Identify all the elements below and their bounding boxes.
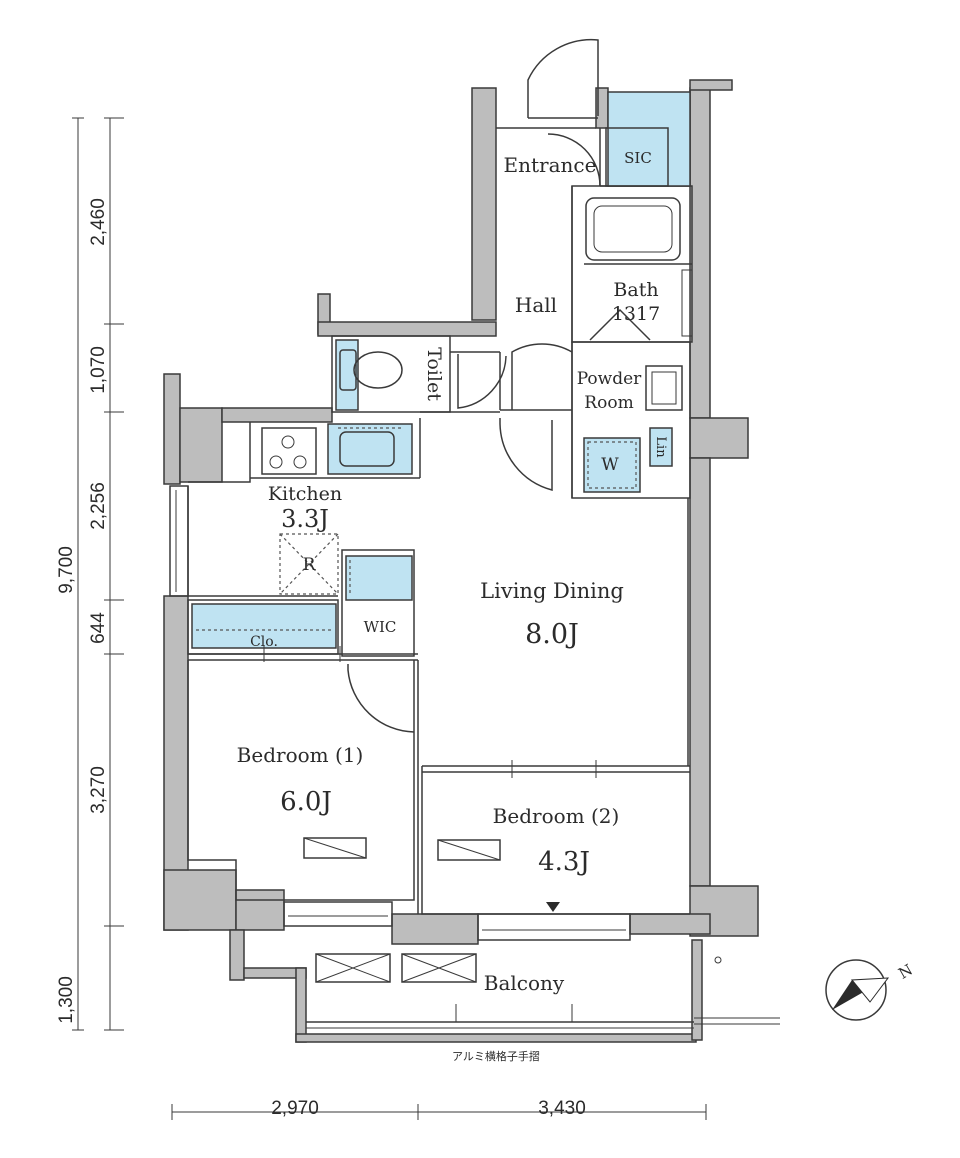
wic-storage (345, 555, 413, 601)
washer-pan (583, 437, 641, 493)
ac-unit-1 (315, 953, 391, 983)
air-vent-bedroom1 (303, 837, 367, 859)
label-bath-size: 1317 (612, 303, 660, 325)
label-powder-room-2: Room (584, 393, 633, 413)
walls (163, 79, 759, 1043)
living-door (499, 418, 553, 491)
dim-vertical-1: 2,460 (88, 198, 109, 246)
dim-vertical-6: 1,300 (56, 976, 77, 1024)
label-living-dining: Living Dining (480, 579, 624, 603)
dim-horizontal-1: 2,970 (271, 1098, 319, 1119)
sic-storage (607, 91, 691, 187)
front-door (527, 38, 599, 118)
horizontal-dimensions (171, 1104, 707, 1120)
powder-room-door (511, 343, 573, 410)
closet-storage (191, 603, 337, 649)
entry-arrow (546, 902, 560, 912)
label-kitchen: Kitchen (268, 483, 342, 505)
doors (347, 38, 651, 733)
bath-door (589, 308, 651, 341)
fridge-space (279, 533, 339, 595)
toilet-floor (335, 339, 359, 411)
bedroom1-door (347, 664, 415, 733)
air-vent-bedroom2 (437, 839, 501, 861)
stove (261, 427, 317, 475)
entrance-closet-door (547, 133, 601, 187)
dim-vertical-3: 2,256 (88, 482, 109, 530)
ac-unit-2 (401, 953, 477, 983)
label-wic: WIC (364, 618, 397, 636)
label-balcony: Balcony (484, 971, 565, 995)
label-kitchen-size: 3.3J (281, 505, 329, 533)
linen-storage (649, 427, 673, 467)
label-bath: Bath (613, 279, 658, 301)
label-washer: W (601, 455, 619, 475)
vertical-dimensions (72, 117, 124, 1031)
label-railing-note: アルミ横格子手摺 (452, 1049, 540, 1063)
label-bedroom1: Bedroom (1) (237, 743, 364, 767)
label-closet: Clo. (250, 634, 278, 650)
dim-vertical-4: 644 (88, 612, 109, 644)
partitions (187, 90, 693, 915)
label-sic: SIC (624, 149, 652, 167)
bathtub (585, 197, 681, 261)
label-toilet: Toilet (423, 347, 445, 401)
label-living-dining-size: 8.0J (525, 619, 579, 650)
dim-horizontal-2: 3,430 (538, 1098, 586, 1119)
vanity (645, 365, 683, 411)
dim-vertical-5: 3,270 (88, 766, 109, 814)
compass-north-label: N (895, 961, 915, 983)
label-linen: Lin (653, 436, 668, 458)
fixtures (169, 197, 780, 1029)
label-bedroom2: Bedroom (2) (493, 804, 620, 828)
label-powder-room-1: Powder (577, 369, 642, 389)
label-fridge: R (303, 555, 317, 575)
label-bedroom1-size: 6.0J (280, 787, 332, 817)
label-hall: Hall (515, 293, 557, 317)
label-entrance: Entrance (504, 153, 597, 177)
compass-icon (825, 959, 890, 1021)
label-bedroom2-size: 4.3J (538, 847, 590, 877)
dim-vertical-total: 9,700 (56, 546, 77, 594)
toilet-door (457, 354, 507, 409)
toilet-fixture (339, 349, 403, 391)
dim-vertical-2: 1,070 (88, 346, 109, 394)
